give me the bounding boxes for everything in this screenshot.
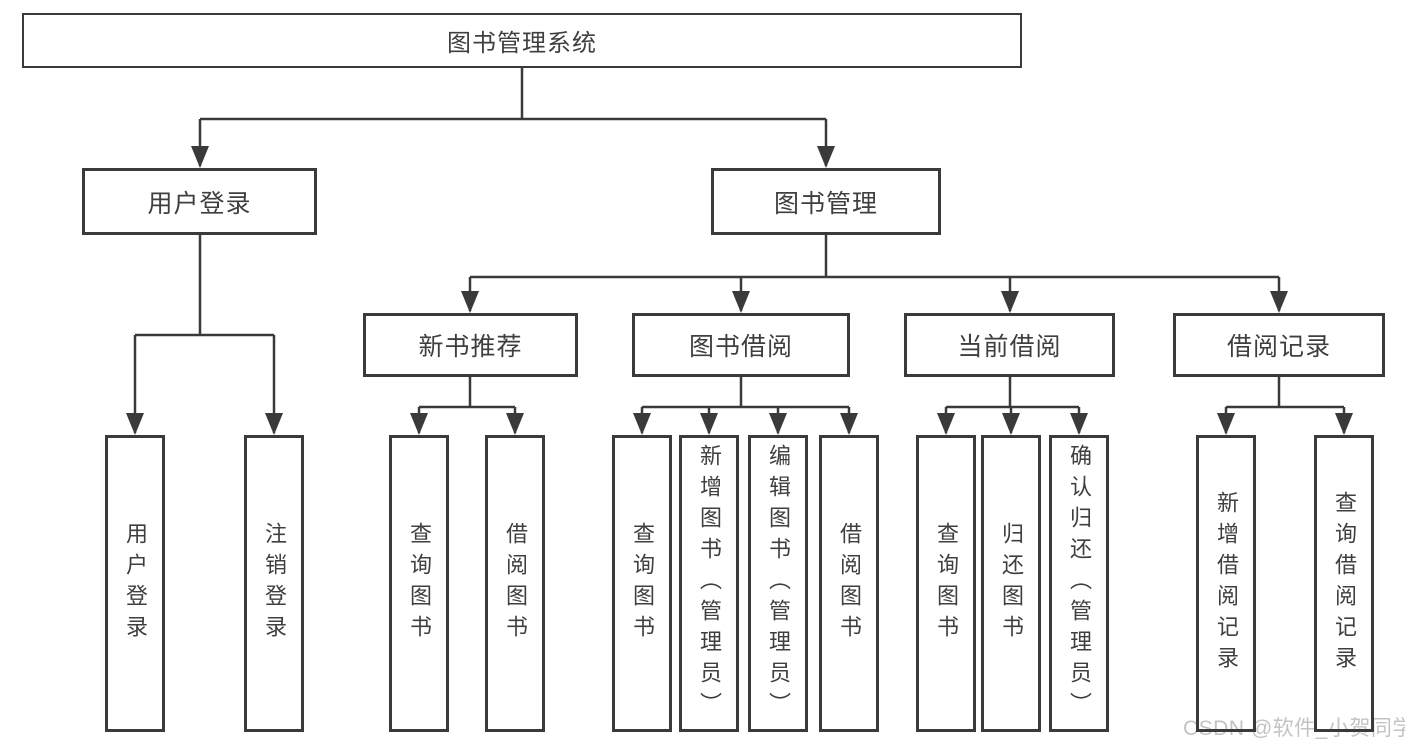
leaf-return-book: 归还图书 [981,435,1041,732]
node-current-borrow: 当前借阅 [904,313,1115,377]
leaf-borrow-book-recommend: 借阅图书 [485,435,545,732]
leaf-label: 归还图书 [999,521,1024,646]
leaf-label: 查询图书 [630,521,655,646]
node-borrow-records: 借阅记录 [1173,313,1385,377]
node-user-login: 用户登录 [82,168,317,235]
csdn-watermark: CSDN @软件_小贺同学 [1183,717,1405,740]
leaf-label: 查询图书 [934,521,959,646]
node-root: 图书管理系统 [22,13,1022,68]
leaf-label: 借阅图书 [503,521,528,646]
node-book-borrow: 图书借阅 [632,313,850,377]
leaf-label: 新增借阅记录 [1214,490,1239,677]
leaf-label: 编辑图书（管理员） [766,444,791,723]
leaf-confirm-return-admin: 确认归还（管理员） [1049,435,1109,732]
node-new-book-recommend: 新书推荐 [363,313,578,377]
node-book-management: 图书管理 [711,168,941,235]
leaf-label: 注销登录 [262,521,287,646]
leaf-edit-book-admin: 编辑图书（管理员） [748,435,808,732]
leaf-add-book-admin: 新增图书（管理员） [679,435,739,732]
leaf-label: 新增图书（管理员） [697,444,722,723]
leaf-label: 用户登录 [123,521,148,646]
leaf-query-book-current: 查询图书 [916,435,976,732]
leaf-user-login: 用户登录 [105,435,165,732]
leaf-query-borrow-record: 查询借阅记录 [1314,435,1374,732]
leaf-query-book-borrow: 查询图书 [612,435,672,732]
leaf-label: 确认归还（管理员） [1067,444,1092,723]
leaf-logout: 注销登录 [244,435,304,732]
leaf-label: 查询借阅记录 [1332,490,1357,677]
leaf-label: 查询图书 [407,521,432,646]
leaf-borrow-book: 借阅图书 [819,435,879,732]
leaf-add-borrow-record: 新增借阅记录 [1196,435,1256,732]
leaf-query-book-recommend: 查询图书 [389,435,449,732]
leaf-label: 借阅图书 [837,521,862,646]
